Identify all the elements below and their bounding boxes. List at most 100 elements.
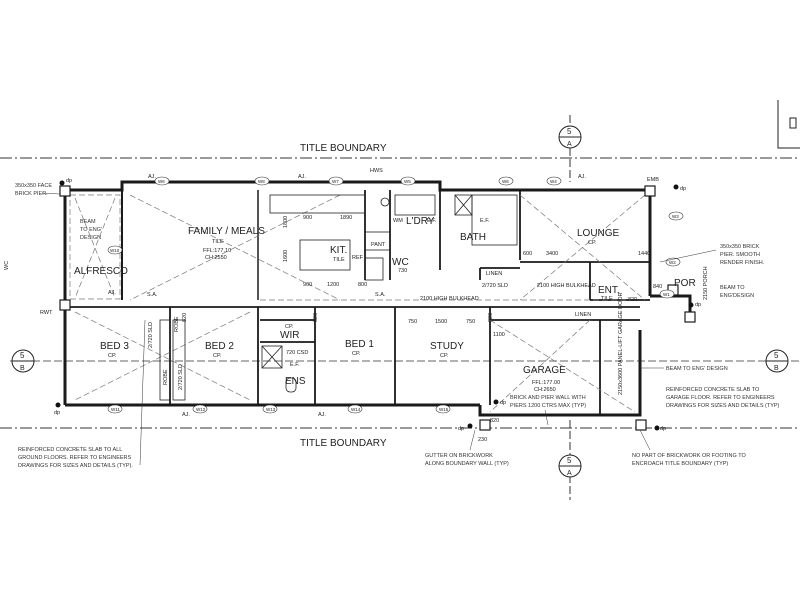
svg-text:CH:2550: CH:2550 bbox=[205, 255, 227, 261]
svg-text:W14: W14 bbox=[351, 407, 361, 412]
svg-text:350x350 FACE: 350x350 FACE bbox=[15, 183, 52, 189]
svg-text:820: 820 bbox=[488, 313, 494, 322]
svg-text:1800: 1800 bbox=[283, 216, 289, 228]
internal-walls bbox=[65, 190, 650, 415]
room-laundry: L'DRY bbox=[406, 216, 435, 227]
room-lounge: LOUNGE bbox=[577, 228, 620, 239]
room-bed2: BED 2 bbox=[205, 341, 234, 352]
svg-text:BRICK AND PIER WALL WITH: BRICK AND PIER WALL WITH bbox=[510, 395, 586, 401]
svg-text:2/720 SLD: 2/720 SLD bbox=[482, 283, 508, 289]
svg-text:PIERS 1200 CTRS MAX (TYP): PIERS 1200 CTRS MAX (TYP) bbox=[510, 403, 586, 409]
svg-text:1890: 1890 bbox=[340, 215, 352, 221]
section-mark-right: 5 B bbox=[765, 349, 789, 373]
room-entry: ENT. bbox=[598, 285, 620, 296]
svg-text:820: 820 bbox=[490, 418, 499, 424]
svg-text:5: 5 bbox=[774, 351, 779, 360]
svg-text:CP.: CP. bbox=[352, 351, 361, 357]
svg-text:AJ.: AJ. bbox=[108, 290, 116, 296]
svg-text:NO PART OF BRICKWORK OR FOOTIN: NO PART OF BRICKWORK OR FOOTING TO bbox=[632, 453, 747, 459]
svg-text:820: 820 bbox=[628, 297, 637, 303]
section-mark-bottom: 5 A bbox=[558, 420, 582, 500]
svg-text:2100 HIGH BULKHEAD: 2100 HIGH BULKHEAD bbox=[537, 283, 596, 289]
svg-text:2100 HIGH BULKHEAD: 2100 HIGH BULKHEAD bbox=[420, 296, 479, 302]
svg-text:AJ.: AJ. bbox=[318, 412, 326, 418]
svg-text:AJ.: AJ. bbox=[578, 174, 586, 180]
svg-text:W10: W10 bbox=[110, 248, 120, 253]
svg-text:750: 750 bbox=[408, 319, 417, 325]
section-mark-top: 5 A bbox=[558, 115, 582, 182]
room-bath: BATH bbox=[460, 232, 486, 243]
room-wc: WC bbox=[392, 257, 409, 268]
room-wir: WIR bbox=[280, 330, 299, 341]
svg-text:ENCROACH TITLE BOUNDARY (TYP): ENCROACH TITLE BOUNDARY (TYP) bbox=[632, 461, 728, 467]
svg-text:CH:2650: CH:2650 bbox=[534, 387, 556, 393]
svg-text:HWS: HWS bbox=[370, 168, 383, 174]
svg-text:2150x3600 PANEL-LIFT GARAGE DO: 2150x3600 PANEL-LIFT GARAGE DOOR bbox=[618, 292, 624, 395]
svg-text:RENDER FINISH.: RENDER FINISH. bbox=[720, 260, 765, 266]
svg-text:B: B bbox=[20, 365, 25, 372]
svg-text:LINEN: LINEN bbox=[575, 312, 591, 318]
room-labels: ALFRESCO FAMILY / MEALS TILE FFL:177.10 … bbox=[74, 216, 696, 393]
svg-text:dp: dp bbox=[680, 186, 686, 192]
svg-text:E.F.: E.F. bbox=[480, 218, 490, 224]
svg-text:840: 840 bbox=[653, 284, 662, 290]
svg-text:S.A.: S.A. bbox=[147, 292, 158, 298]
svg-text:REF: REF bbox=[352, 255, 364, 261]
svg-text:FFL:177.00: FFL:177.00 bbox=[532, 380, 560, 386]
svg-text:BRICK PIER.: BRICK PIER. bbox=[15, 191, 48, 197]
room-porch: POR bbox=[674, 278, 696, 289]
svg-text:B: B bbox=[774, 365, 779, 372]
svg-text:RWT: RWT bbox=[40, 310, 53, 316]
room-ensuite: ENS bbox=[285, 376, 306, 387]
kitchen-island bbox=[159, 194, 518, 401]
svg-text:W1: W1 bbox=[663, 292, 670, 297]
room-family: FAMILY / MEALS bbox=[188, 226, 265, 237]
svg-text:720 CSD: 720 CSD bbox=[286, 350, 308, 356]
section-mark-left: 5 B bbox=[10, 349, 800, 373]
svg-text:900: 900 bbox=[303, 282, 312, 288]
svg-text:2/720 SLD: 2/720 SLD bbox=[148, 322, 154, 348]
svg-text:GUTTER ON BRICKWORK: GUTTER ON BRICKWORK bbox=[425, 453, 493, 459]
svg-text:750: 750 bbox=[466, 319, 475, 325]
svg-text:EMB: EMB bbox=[647, 177, 659, 183]
svg-text:ROBE: ROBE bbox=[163, 369, 169, 385]
room-study: STUDY bbox=[430, 341, 464, 352]
svg-text:3400: 3400 bbox=[546, 251, 558, 257]
svg-text:dp: dp bbox=[500, 400, 506, 406]
svg-text:W6: W6 bbox=[502, 179, 509, 184]
svg-text:1500: 1500 bbox=[435, 319, 447, 325]
svg-text:A: A bbox=[567, 470, 572, 477]
svg-text:ALONG BOUNDARY WALL (TYP): ALONG BOUNDARY WALL (TYP) bbox=[425, 461, 509, 467]
svg-text:DESIGN: DESIGN bbox=[80, 235, 101, 241]
room-kitchen: KIT. bbox=[330, 245, 347, 256]
svg-text:CP.: CP. bbox=[108, 353, 117, 359]
svg-text:dp: dp bbox=[458, 426, 464, 432]
dimensions: 900 1890 1800 1600 900 1200 800 730 2/72… bbox=[4, 215, 709, 443]
svg-text:ROBE: ROBE bbox=[174, 316, 180, 332]
svg-text:W4: W4 bbox=[550, 179, 557, 184]
svg-text:230: 230 bbox=[478, 437, 487, 443]
markers: dp dp dp dp dp dp dp S.A. S.A. E.F. E.F.… bbox=[40, 168, 701, 432]
svg-text:AJ.: AJ. bbox=[148, 174, 156, 180]
title-boundary-top: TITLE BOUNDARY bbox=[0, 143, 800, 159]
svg-text:W7: W7 bbox=[332, 179, 339, 184]
window-tags bbox=[107, 176, 684, 414]
svg-text:BEAM: BEAM bbox=[80, 219, 96, 225]
svg-text:S.A.: S.A. bbox=[375, 292, 386, 298]
notes: 350x350 FACE BRICK PIER. BEAM TO ENG' DE… bbox=[15, 183, 780, 469]
svg-text:W2: W2 bbox=[669, 260, 676, 265]
svg-text:AJ.: AJ. bbox=[182, 412, 190, 418]
svg-text:600: 600 bbox=[523, 251, 532, 257]
room-alfresco: ALFRESCO bbox=[74, 266, 128, 277]
svg-text:W8: W8 bbox=[258, 179, 265, 184]
svg-text:350x350 BRICK: 350x350 BRICK bbox=[720, 244, 760, 250]
svg-text:CP.: CP. bbox=[588, 240, 597, 246]
room-garage: GARAGE bbox=[523, 365, 566, 376]
room-bed3: BED 3 bbox=[100, 341, 129, 352]
svg-text:2/720 SLD: 2/720 SLD bbox=[178, 364, 184, 390]
svg-text:CP.: CP. bbox=[285, 324, 294, 330]
svg-text:REINFORCED CONCRETE SLAB TO AL: REINFORCED CONCRETE SLAB TO ALL bbox=[18, 447, 122, 453]
svg-text:A: A bbox=[567, 141, 572, 148]
svg-text:W5: W5 bbox=[404, 179, 411, 184]
svg-text:FFL:177.10: FFL:177.10 bbox=[203, 248, 231, 254]
